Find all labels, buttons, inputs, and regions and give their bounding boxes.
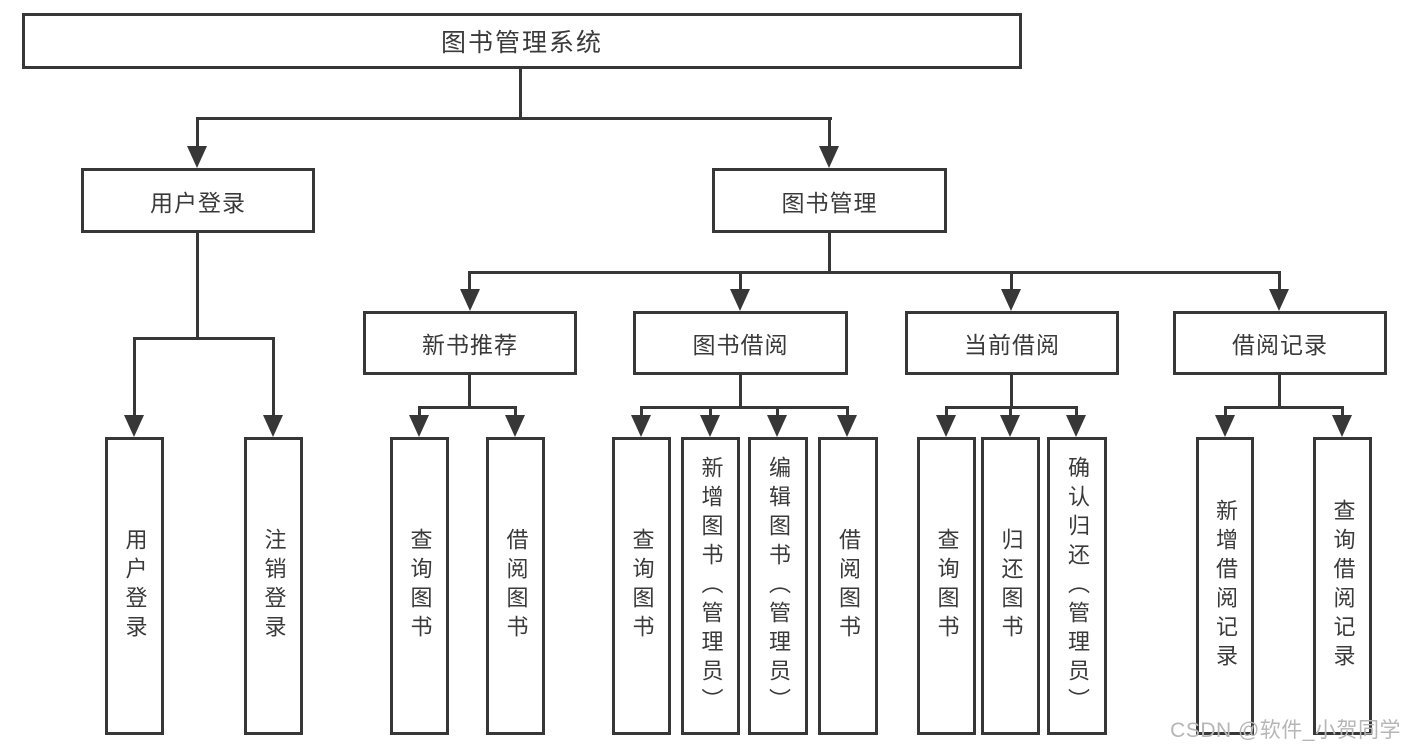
connector-line [133, 337, 136, 417]
leaf-label: 新增借阅记录 [1213, 499, 1238, 673]
node-label: 图书管理 [781, 189, 878, 216]
leaf-label: 借阅图书 [836, 528, 861, 644]
connector-line [640, 406, 643, 418]
leaf-query-books-borrow: 查询图书 [612, 437, 671, 735]
leaf-label: 新增图书（管理员） [698, 455, 724, 717]
connector-line [1341, 406, 1344, 418]
connector-arrow [1001, 289, 1021, 311]
node-label: 借阅记录 [1232, 332, 1328, 358]
connector-line [468, 271, 1281, 274]
connector-line [1010, 271, 1013, 291]
node-book-borrow: 图书借阅 [633, 311, 848, 375]
connector-line [828, 233, 831, 273]
node-borrow-records: 借阅记录 [1173, 311, 1387, 375]
watermark-text: CSDN @软件_小贺同学 [1170, 719, 1401, 742]
connector-arrow [505, 415, 525, 437]
leaf-confirm-return-admin: 确认归还（管理员） [1047, 437, 1107, 735]
leaf-label: 用户登录 [122, 528, 148, 644]
node-label: 图书借阅 [692, 332, 789, 358]
leaf-return-book: 归还图书 [981, 437, 1040, 735]
connector-line [846, 406, 849, 418]
node-library-management-system: 图书管理系统 [22, 13, 1022, 69]
connector-line [519, 68, 522, 119]
connector-line [709, 406, 712, 418]
leaf-logout: 注销登录 [244, 437, 303, 735]
node-label: 当前借阅 [964, 332, 1060, 358]
connector-arrow [936, 415, 956, 437]
connector-arrow [409, 415, 429, 437]
connector-line [1075, 406, 1078, 418]
node-new-book-recommend: 新书推荐 [363, 311, 577, 375]
connector-arrow [1215, 415, 1235, 437]
connector-line [272, 337, 275, 417]
node-label: 新书推荐 [422, 332, 518, 358]
node-label: 图书管理系统 [440, 29, 603, 57]
connector-line [1224, 406, 1344, 409]
connector-line [468, 375, 471, 408]
leaf-label: 编辑图书（管理员） [766, 455, 791, 717]
leaf-label: 借阅图书 [503, 528, 529, 644]
leaf-add-borrow-record: 新增借阅记录 [1196, 437, 1254, 735]
leaf-label: 注销登录 [261, 528, 287, 644]
connector-line [196, 117, 832, 120]
connector-line [418, 406, 421, 418]
node-user-login: 用户登录 [81, 168, 315, 233]
leaf-borrow-books-recommend: 借阅图书 [486, 437, 545, 735]
leaf-edit-book-admin: 编辑图书（管理员） [748, 437, 808, 735]
connector-line [1278, 375, 1281, 408]
leaf-label: 查询借阅记录 [1330, 499, 1356, 673]
connector-line [468, 271, 471, 291]
connector-line [776, 406, 779, 418]
leaf-label: 查询图书 [934, 528, 960, 644]
connector-arrow [730, 289, 750, 311]
connector-line [1278, 271, 1281, 291]
connector-arrow [1066, 415, 1086, 437]
connector-arrow [263, 415, 283, 437]
leaf-query-books-recommend: 查询图书 [390, 437, 449, 735]
leaf-label: 查询图书 [407, 528, 433, 644]
leaf-query-borrow-record: 查询借阅记录 [1313, 437, 1372, 735]
connector-line [828, 117, 831, 150]
leaf-add-book-admin: 新增图书（管理员） [681, 437, 740, 735]
leaf-label: 归还图书 [998, 528, 1024, 644]
connector-arrow [767, 415, 787, 437]
connector-arrow [460, 289, 480, 311]
connector-line [945, 406, 948, 418]
connector-arrow [1332, 415, 1352, 437]
connector-line [739, 271, 742, 291]
connector-line [418, 406, 517, 409]
node-current-borrow: 当前借阅 [905, 311, 1119, 375]
connector-arrow [1269, 289, 1289, 311]
node-book-management: 图书管理 [712, 168, 947, 233]
connector-line [133, 337, 275, 340]
connector-line [640, 406, 849, 409]
connector-arrow [700, 415, 720, 437]
connector-arrow [631, 415, 651, 437]
connector-arrow [187, 146, 207, 168]
leaf-query-books-current: 查询图书 [917, 437, 976, 735]
connector-line [196, 117, 199, 150]
leaf-label: 确认归还（管理员） [1065, 455, 1090, 717]
connector-line [1009, 406, 1012, 418]
connector-line [1010, 375, 1013, 408]
connector-arrow [1000, 415, 1020, 437]
node-label: 用户登录 [150, 189, 246, 216]
connector-arrow [837, 415, 857, 437]
connector-line [196, 233, 199, 339]
connector-line [1224, 406, 1227, 418]
connector-arrow [819, 146, 839, 168]
connector-line [514, 406, 517, 418]
leaf-borrow-books: 借阅图书 [818, 437, 878, 735]
leaf-user-login: 用户登录 [105, 437, 164, 735]
connector-line [739, 375, 742, 408]
leaf-label: 查询图书 [629, 528, 655, 644]
connector-arrow [124, 415, 144, 437]
